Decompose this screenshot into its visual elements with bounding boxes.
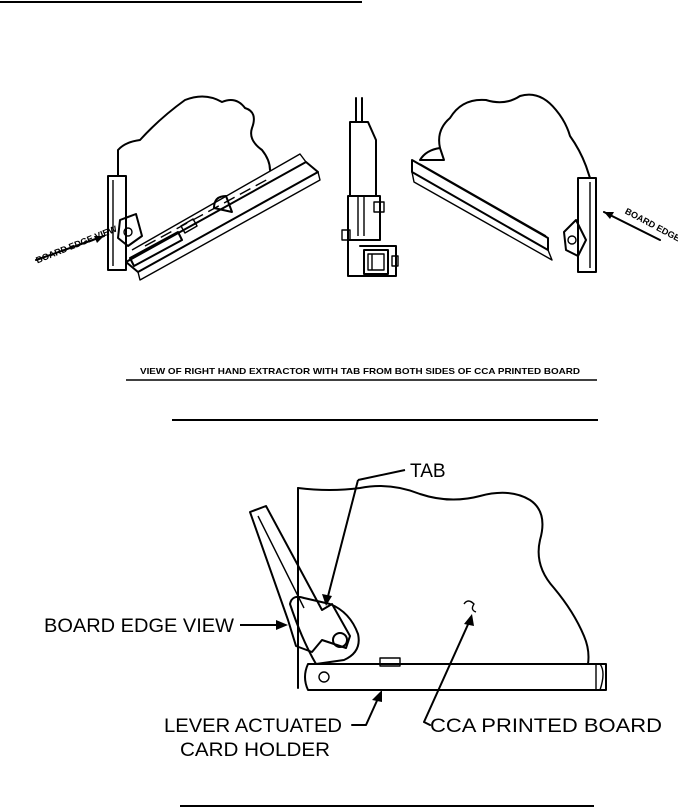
lever-label-line2: CARD HOLDER bbox=[180, 740, 330, 761]
edge-extractor-drawing bbox=[341, 97, 399, 277]
tab-leader bbox=[357, 469, 406, 481]
caption: VIEW OF RIGHT HAND EXTRACTOR WITH TAB FR… bbox=[140, 367, 580, 376]
card-holder-drawing bbox=[249, 485, 607, 691]
left-extractor-drawing bbox=[35, 95, 321, 281]
board-edge-view-label-right: BOARD EDGE VIEW bbox=[623, 206, 678, 256]
board-edge-view-label-left: BOARD EDGE VIEW bbox=[34, 223, 118, 265]
lever-label-line1: LEVER ACTUATED bbox=[164, 716, 342, 737]
arrow-icon bbox=[464, 614, 474, 626]
tab-leader-2 bbox=[325, 479, 359, 605]
arrow-icon bbox=[276, 620, 288, 630]
board-edge-view-label: BOARD EDGE VIEW bbox=[44, 616, 234, 637]
arrow-icon bbox=[372, 690, 382, 702]
lever-leader bbox=[351, 693, 381, 726]
tab-label: TAB bbox=[410, 461, 446, 482]
right-extractor-drawing bbox=[411, 93, 661, 273]
arrow-icon bbox=[322, 594, 332, 606]
cca-leader bbox=[423, 619, 471, 726]
cca-printed-board-label: CCA PRINTED BOARD bbox=[430, 716, 662, 737]
